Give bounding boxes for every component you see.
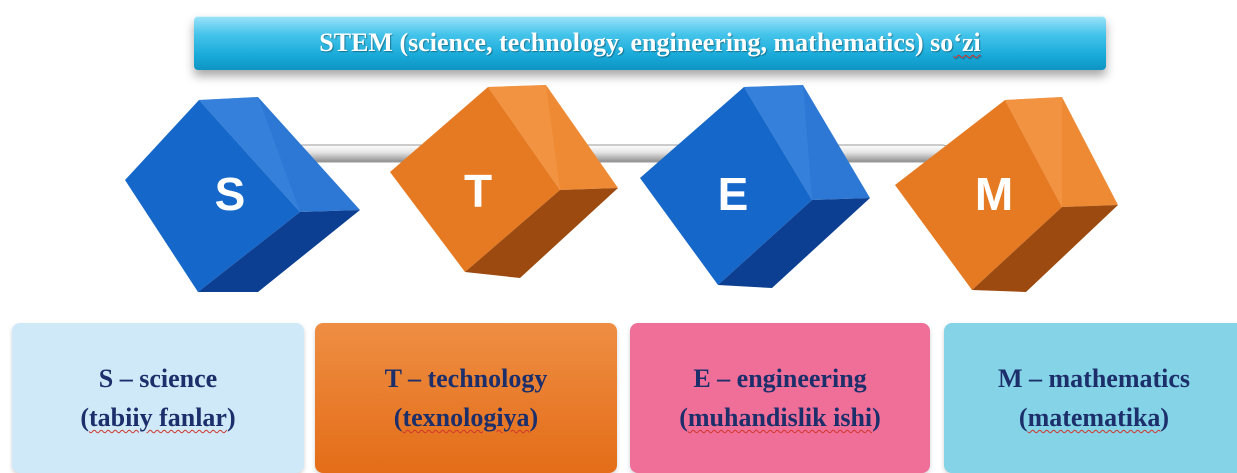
title-text-marked: ‘zi — [953, 28, 981, 57]
box-science-subtitle: (tabiiy fanlar) — [80, 403, 236, 432]
cube-t: T — [390, 85, 618, 278]
cube-letter-s: S — [215, 168, 246, 220]
box-science: S – science (tabiiy fanlar) — [12, 323, 304, 473]
cube-s-side — [198, 210, 360, 292]
cube-t-face — [390, 87, 560, 272]
box-technology-subtitle: (texnologiya) — [393, 403, 539, 432]
box-engineering-title: E – engineering — [693, 364, 867, 393]
box-mathematics-title: M – mathematics — [997, 364, 1191, 393]
box-science-title: S – science — [98, 364, 218, 393]
cube-t-highlight — [488, 85, 560, 190]
box-mathematics-subtitle: (matematika) — [1018, 403, 1170, 432]
cube-t-side — [465, 188, 618, 278]
cube-s-highlight — [199, 97, 300, 212]
cube-s-face — [125, 100, 300, 292]
title-text: STEM (science, technology, engineering, … — [319, 28, 954, 57]
cube-letter-e: E — [718, 168, 749, 220]
box-engineering: E – engineering (muhandislik ishi) — [630, 323, 930, 473]
cube-m-face — [895, 100, 1062, 290]
cube-m: M — [895, 97, 1118, 292]
box-technology-title: T – technology — [384, 364, 548, 393]
stem-cubes-diagram: S T E M — [125, 85, 1118, 292]
cube-letter-t: T — [464, 165, 492, 217]
cube-m-side — [972, 205, 1118, 292]
connector-rods — [294, 144, 951, 163]
cube-s: S — [125, 97, 360, 292]
cube-letter-m: M — [975, 168, 1013, 220]
cube-e-highlight — [744, 85, 812, 200]
box-engineering-subtitle: (muhandislik ishi) — [679, 403, 881, 432]
cube-e: E — [640, 85, 870, 288]
box-technology: T – technology (texnologiya) — [315, 323, 617, 473]
title-banner: STEM (science, technology, engineering, … — [194, 16, 1106, 70]
box-mathematics: M – mathematics (matematika) — [944, 323, 1237, 473]
cube-e-face — [640, 87, 812, 285]
cube-m-highlight — [1005, 97, 1062, 207]
cube-e-side — [718, 198, 870, 288]
